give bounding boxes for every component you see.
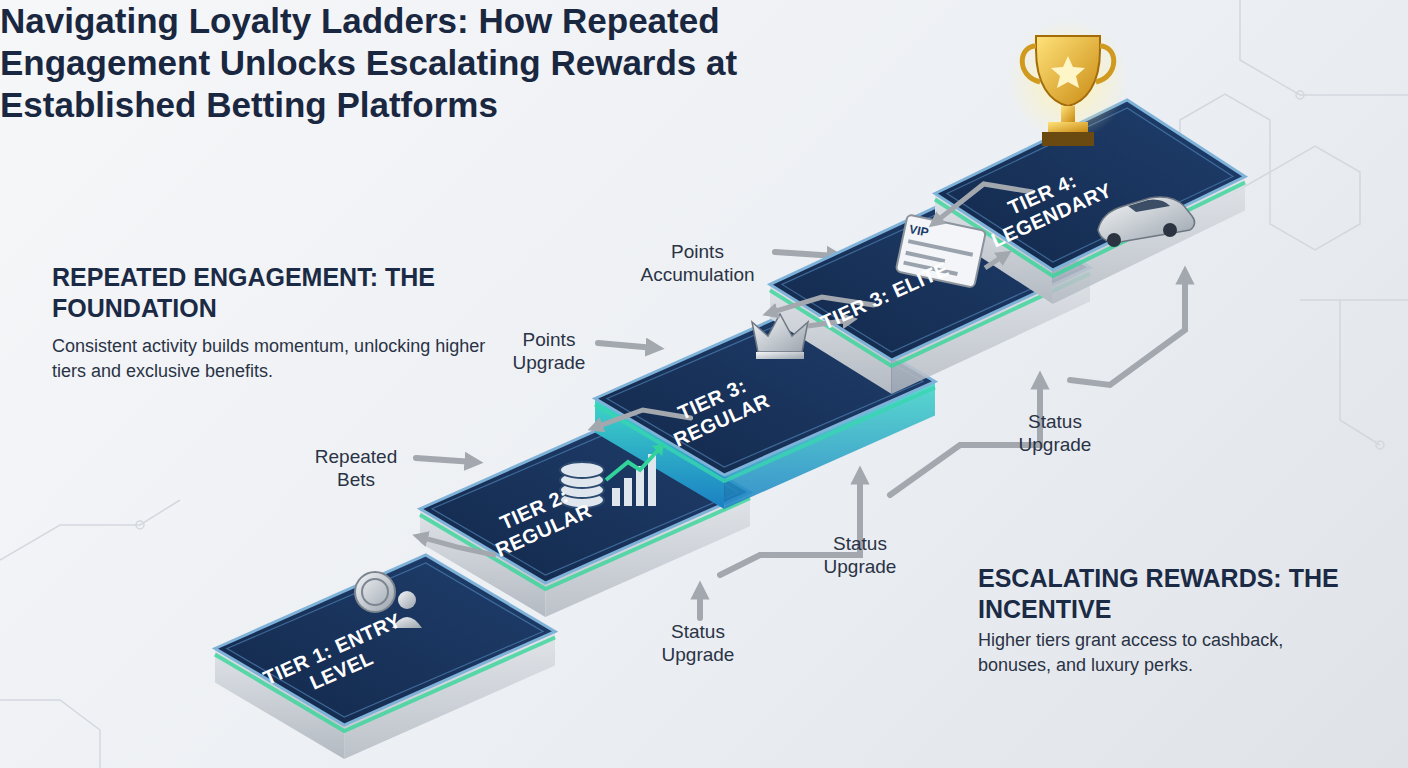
tier-connector xyxy=(595,410,691,427)
label-text: REPEATED ENGAGEMENT: THE FOUNDATION xyxy=(52,262,522,324)
crown-icon xyxy=(752,314,850,359)
tier-connector xyxy=(935,184,1032,222)
car-icon xyxy=(1098,197,1195,247)
label-text: Status Upgrade xyxy=(810,532,910,578)
coin-icon xyxy=(355,572,422,628)
label-text: Points Upgrade xyxy=(500,328,598,374)
leader-arrows xyxy=(416,252,1185,618)
trophy-icon xyxy=(1008,20,1128,146)
title: Navigating Loyalty Ladders: How Repeated… xyxy=(0,0,860,126)
label-text: Higher tiers grant access to cashback, b… xyxy=(978,628,1308,678)
label-text: Status Upgrade xyxy=(648,620,748,666)
label-text: Consistent activity builds momentum, unl… xyxy=(52,334,522,384)
label-text: ESCALATING REWARDS: THE INCENTIVE xyxy=(978,563,1398,625)
label-text: Repeated Bets xyxy=(300,445,412,491)
label-text: Status Upgrade xyxy=(1005,410,1105,456)
chips-chart-icon xyxy=(560,444,664,508)
vip-card-icon xyxy=(896,214,986,287)
label-text: Points Accumulation xyxy=(620,240,775,286)
tier-connector xyxy=(770,297,874,313)
tier-connector xyxy=(420,537,494,555)
